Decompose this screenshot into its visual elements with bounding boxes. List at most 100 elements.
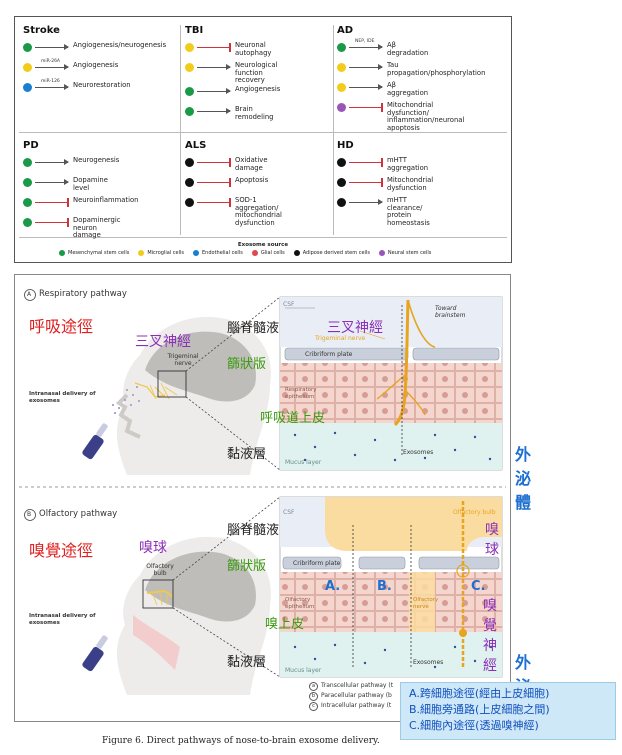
- route-legend-mark: b: [309, 692, 318, 701]
- effect-line: inflammation/neuronal apoptosis: [387, 116, 465, 132]
- source-dot: [185, 198, 194, 207]
- effect-row: Dopamine level: [23, 176, 108, 192]
- effect-line: Mitochondrial dysfunction/: [387, 101, 434, 117]
- promote-arrow-icon: [35, 42, 69, 52]
- nose-to-brain-figure: A Respiratory pathway 呼吸途徑 三叉神經 Trigemin…: [14, 274, 531, 722]
- olfactory-bulb-zoom-label: Olfactory bulb: [453, 509, 496, 516]
- effect-label: Angiogenesis: [235, 85, 280, 94]
- panel-a-letter: A: [27, 291, 32, 298]
- exosomes-label-b: Exosomes: [413, 659, 444, 666]
- note-line-a: A.跨細胞途徑(經由上皮細胞): [409, 687, 550, 700]
- source-dot: [185, 63, 194, 72]
- legend-item: Adipose derived stem cells: [293, 250, 370, 256]
- trigeminal-nerve-label: Trigeminal nerve: [167, 353, 199, 367]
- olfactory-bulb-zoom: [325, 497, 502, 551]
- effect-label: Brain remodeling: [235, 105, 274, 121]
- cn-cribriform-a: 篩狀版: [227, 357, 267, 372]
- promote-arrow-icon: [349, 197, 383, 207]
- olfactory-epithelium-label: Olfactory epithelium: [285, 597, 315, 610]
- mucus-layer-b: [280, 632, 502, 677]
- legend-label: Glial cells: [260, 250, 285, 256]
- zoom-line-b2: [172, 607, 281, 678]
- cn-exosome-a: 外泌體: [515, 445, 532, 512]
- panel-a-title: Respiratory pathway: [39, 289, 127, 299]
- cn-olfactory-bulb-zoom: 嗅球: [485, 522, 499, 558]
- inhibit-arrow-icon: [35, 217, 69, 227]
- cribriform-plate-b: [282, 556, 342, 570]
- source-dot: [185, 178, 194, 187]
- zoom-line-b1: [172, 496, 281, 581]
- legend-dot: [251, 250, 258, 256]
- legend-dot: [378, 250, 385, 256]
- promote-arrow-icon: [197, 86, 231, 96]
- cn-olfactory-bulb: 嗅球: [139, 540, 167, 556]
- inhibit-arrow-icon: [197, 42, 231, 52]
- zoom-box-a: [157, 370, 187, 398]
- effect-label: Neuronal autophagy: [235, 41, 271, 57]
- effect-label: Mitochondrial dysfunction/inflammation/n…: [387, 101, 465, 132]
- head-profile-a: [115, 316, 271, 475]
- effect-line: Aβ aggregation: [387, 81, 429, 97]
- cn-olfactory-epithelium: 嗅上皮: [265, 617, 305, 632]
- effect-label: Tau propagation/phosphorylation: [387, 61, 485, 77]
- exosome-source-title: Exosome source: [237, 242, 289, 248]
- promote-arrow-icon: [197, 62, 231, 72]
- mirna-label: NEP, IDE: [355, 39, 375, 44]
- olfactory-nerve-label: Olfactory nerve: [413, 597, 439, 610]
- source-dot: [337, 158, 346, 167]
- effect-line: Aβ degradation: [387, 41, 429, 57]
- legend-label: Neural stem cells: [387, 250, 432, 256]
- effect-line: recovery: [235, 76, 265, 85]
- nasal-spray-icon-b: [82, 635, 108, 672]
- zoom-panel-a: [279, 296, 503, 471]
- inhibit-arrow-icon: [349, 177, 383, 187]
- respiratory-epithelium: [280, 363, 502, 423]
- effect-label: mHTT clearance/protein homeostasis: [387, 196, 430, 227]
- promote-arrow-icon: [349, 62, 383, 72]
- effect-label: Dopamine level: [73, 176, 108, 192]
- respiratory-epithelium-label: Respiratory epithelium: [285, 387, 317, 400]
- promote-arrow-icon: [197, 106, 231, 116]
- cn-csf-a: 腦脊髓液: [227, 321, 280, 336]
- legend-label: Microglial cells: [147, 250, 185, 256]
- source-dot: [337, 43, 346, 52]
- effect-line: Oxidative damage: [235, 156, 268, 172]
- legend-divider: [19, 237, 507, 238]
- exosomes-label-a: Exosomes: [403, 449, 434, 456]
- effect-line: Neurological function: [235, 61, 278, 77]
- inhibit-arrow-icon: [349, 157, 383, 167]
- trigeminal-zoom-label: Trigeminal nerve: [315, 335, 366, 342]
- effect-line: Apoptosis: [235, 176, 269, 184]
- route-legend-text: Transcellular pathway (t: [321, 682, 394, 689]
- effect-line: Neurogenesis: [73, 156, 120, 164]
- effect-row: Angiogenesis: [185, 85, 280, 98]
- source-dot: [185, 87, 194, 96]
- route-legend-text: Intracellular pathway (t: [321, 702, 392, 709]
- zoom-panel-b: [279, 496, 503, 678]
- effect-line: Neurorestoration: [73, 81, 131, 89]
- cn-olfactory-pathway: 嗅覺途徑: [29, 541, 94, 560]
- source-dot: [185, 158, 194, 167]
- source-dot: [185, 107, 194, 116]
- cn-respiratory-epithelium: 呼吸道上皮: [260, 411, 326, 426]
- head-profile-b: [116, 536, 271, 695]
- intranasal-delivery-label-a: Intranasal delivery of exosomes: [29, 391, 96, 404]
- legend-dot: [59, 250, 65, 256]
- effect-row: Mitochondrial dysfunction/inflammation/n…: [337, 101, 464, 132]
- effect-row: NEP, IDE Aβ degradation: [337, 39, 429, 57]
- effect-line: mHTT aggregation: [387, 156, 429, 172]
- effect-line: Angiogenesis/neurogenesis: [73, 41, 167, 49]
- effect-row: Mitochondrial dysfunction: [337, 176, 433, 191]
- effect-label: Angiogenesis: [73, 61, 118, 70]
- csf-label-b: CSF: [283, 509, 295, 516]
- panel-title: TBI: [185, 25, 204, 36]
- mucus-label-a: Mucus layer: [285, 459, 322, 466]
- effect-row: mHTT aggregation: [337, 156, 429, 172]
- legend-label: Mesenchymal stem cells: [68, 250, 130, 256]
